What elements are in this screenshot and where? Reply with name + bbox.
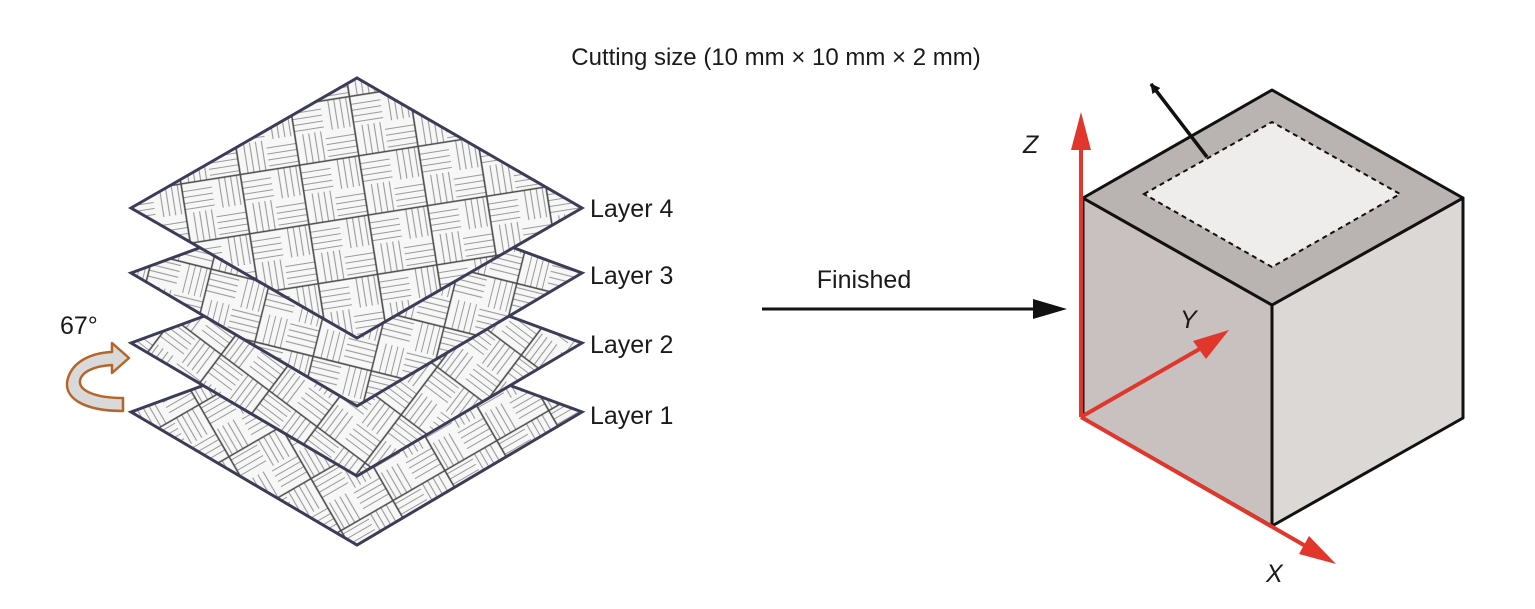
layer-4-sheet xyxy=(127,76,585,340)
y-axis-arrowhead-icon xyxy=(1193,330,1229,359)
cube-normal-arrow xyxy=(1149,82,1209,159)
x-axis-arrowhead-icon xyxy=(1299,536,1336,564)
z-axis-arrowhead-icon xyxy=(1071,112,1091,150)
rotation-angle-label: 67° xyxy=(60,312,98,340)
layer-2-label: Layer 2 xyxy=(590,331,673,359)
cube-top-inset xyxy=(1141,120,1403,269)
layer-stack xyxy=(127,76,586,547)
y-axis xyxy=(1080,345,1204,419)
diagram-caption: Cutting size (10 mm × 10 mm × 2 mm) xyxy=(571,44,980,71)
finished-cube xyxy=(1081,82,1465,528)
process-label: Finished xyxy=(817,266,912,294)
y-axis-label: Y xyxy=(1180,306,1199,334)
layer-4-label: Layer 4 xyxy=(590,195,673,223)
layer-1-label: Layer 1 xyxy=(590,402,673,430)
x-axis-label: X xyxy=(1265,560,1284,588)
process-arrowhead-icon xyxy=(1033,299,1067,319)
rotation-arrow-icon xyxy=(65,341,131,413)
z-axis-label: Z xyxy=(1022,131,1039,159)
x-axis xyxy=(1080,415,1310,550)
layer-3-label: Layer 3 xyxy=(590,262,673,290)
coordinate-axes xyxy=(1071,112,1336,564)
